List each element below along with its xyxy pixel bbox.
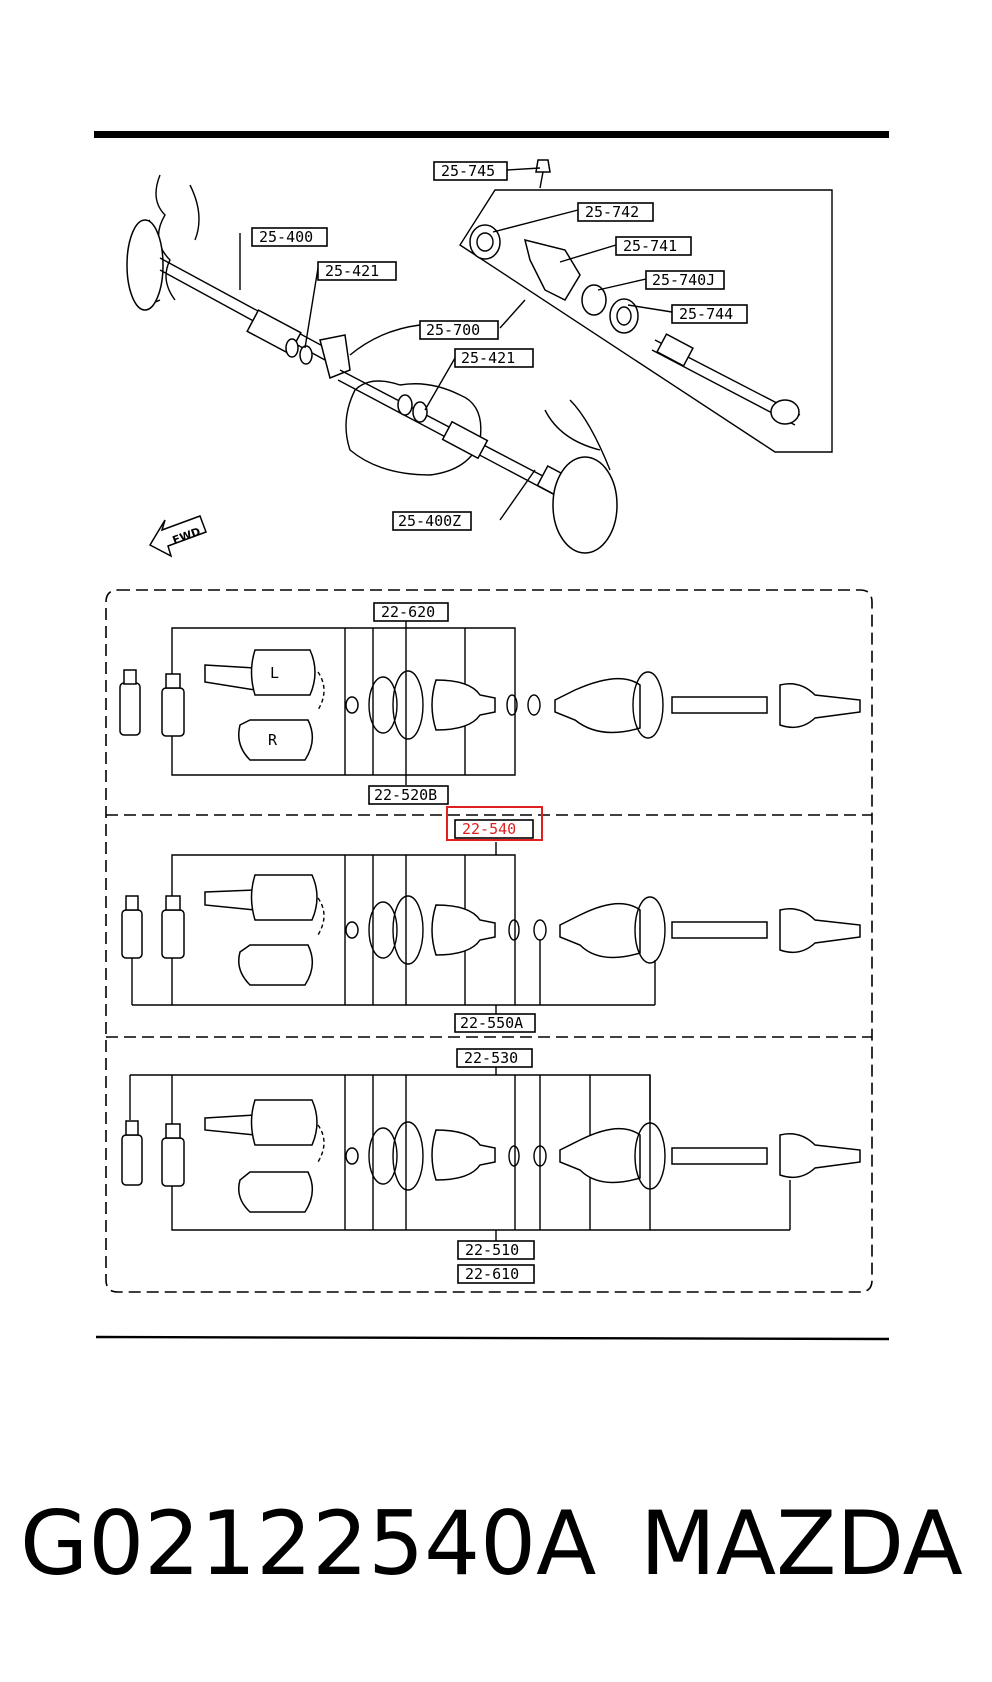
kit-label-22-610: 22-610 [457,1264,535,1284]
kit-frame [105,589,873,1293]
svg-text:25-421: 25-421 [325,262,379,280]
top-label-25-700: 25-700 [419,320,499,340]
top-label-25-742: 25-742 [577,202,654,222]
top-rule [94,131,889,138]
kit-label-22-620: 22-620 [373,602,449,622]
top-label-25-400: 25-400 [251,227,328,247]
kit-label-22-550a: 22-550A [454,1013,536,1033]
highlight-box [446,806,543,841]
kit-label-22-540: 22-540 [446,806,543,841]
svg-text:25-745: 25-745 [441,162,495,180]
svg-text:25-400Z: 25-400Z [398,512,461,530]
svg-text:22-520B: 22-520B [374,786,437,804]
top-label-25-745: 25-745 [433,161,508,181]
svg-text:22-620: 22-620 [381,603,435,621]
svg-text:25-700: 25-700 [426,321,480,339]
svg-text:22-540: 22-540 [462,820,516,838]
drive-shaft-assembly: FWD [126,159,833,558]
svg-text:22-550A: 22-550A [460,1014,523,1032]
caption: G02122540A MAZDA [0,1492,992,1602]
svg-text:25-400: 25-400 [259,228,313,246]
bottom-rule [95,1335,890,1341]
top-label-25-421-a: 25-421 [317,261,397,281]
kit-label-22-520b: 22-520B [368,785,449,805]
svg-text:22-510: 22-510 [465,1241,519,1259]
svg-text:25-421: 25-421 [461,349,515,367]
top-label-25-744: 25-744 [671,304,748,324]
svg-text:25-744: 25-744 [679,305,733,323]
top-label-25-741: 25-741 [615,236,692,256]
svg-text:25-741: 25-741 [623,237,677,255]
kit-panel-3 [121,1066,861,1242]
top-label-25-400z: 25-400Z [392,511,472,531]
kit-panel-1: L R [119,618,861,785]
joint-letter-l: L [270,664,279,682]
svg-text:25-742: 25-742 [585,203,639,221]
joint-letter-r: R [268,731,278,749]
kit-panel-2 [121,842,861,1018]
brand-name: MAZDA [640,1492,963,1595]
svg-text:22-530: 22-530 [464,1049,518,1067]
svg-text:22-610: 22-610 [465,1265,519,1283]
top-label-25-740j: 25-740J [645,270,725,290]
top-label-25-421-b: 25-421 [454,348,534,368]
kit-label-22-530: 22-530 [456,1048,533,1068]
part-number: G02122540A [20,1492,597,1595]
svg-text:25-740J: 25-740J [652,271,715,289]
kit-label-22-510: 22-510 [457,1240,535,1260]
